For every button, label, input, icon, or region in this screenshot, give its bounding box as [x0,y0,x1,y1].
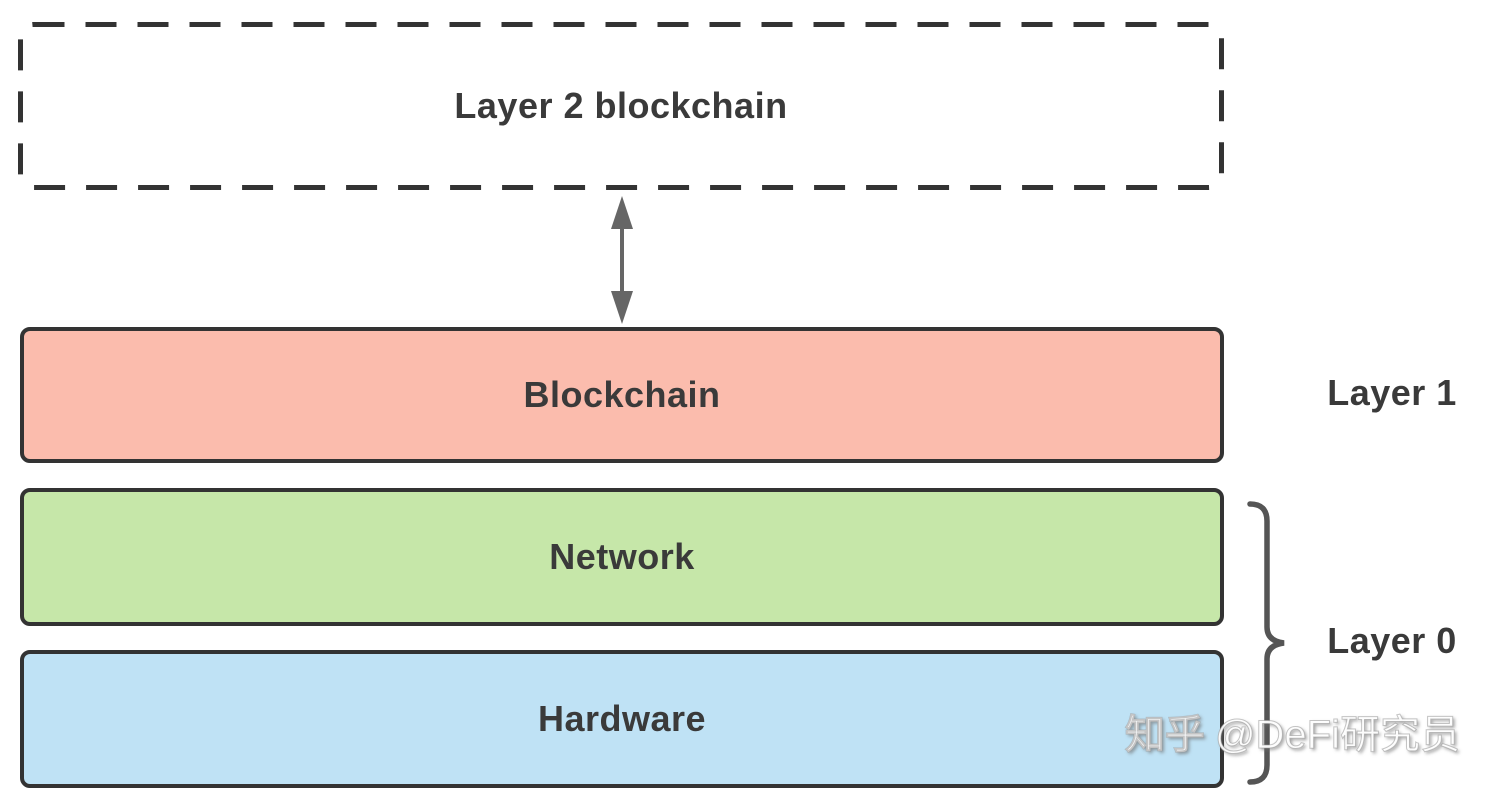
zhihu-watermark: 知乎@DeFi研究员 [1124,702,1460,760]
layer2-box-label: Layer 2 blockchain [454,85,788,126]
hardware-box-label: Hardware [537,698,707,739]
layer2-box: Layer 2 blockchain [18,22,1224,190]
zhihu-watermark-logo-text: 知乎 [1124,713,1205,758]
network-box: Network [20,488,1224,626]
network-box-label: Network [549,536,695,577]
layer0-annotation: Layer 0 [1327,620,1457,661]
hardware-box: Hardware [20,650,1224,788]
double-arrow-vertical-icon [611,196,633,324]
layer1-annotation: Layer 1 [1327,372,1457,413]
blockchain-box: Blockchain [20,327,1224,463]
zhihu-watermark-handle: @DeFi研究员 [1214,713,1460,758]
blockchain-box-label: Blockchain [523,374,721,415]
